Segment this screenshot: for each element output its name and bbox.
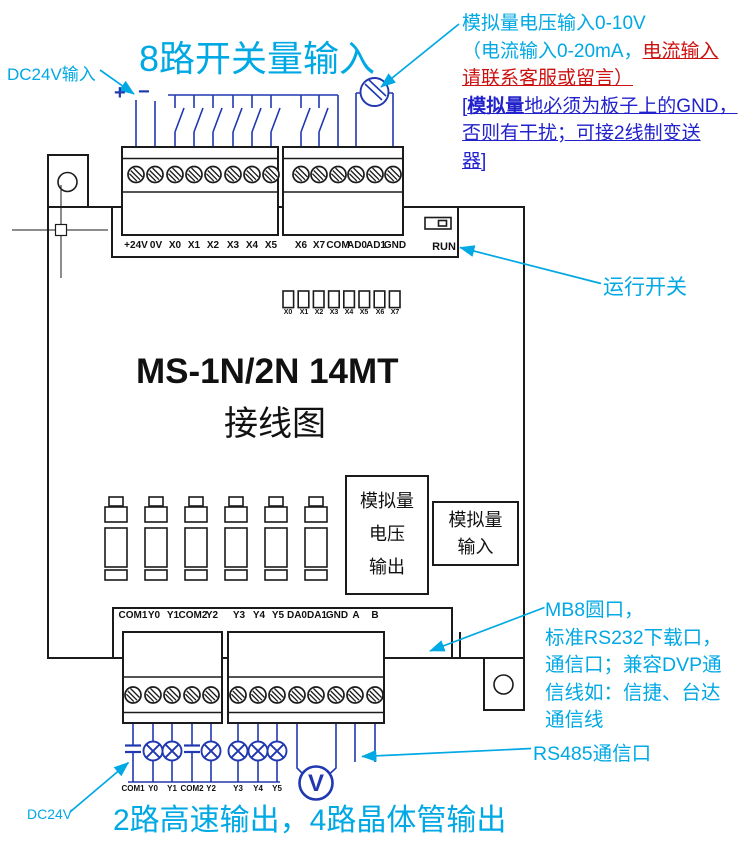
run-switch-icon bbox=[424, 216, 452, 230]
inputs-title: 8路开关量输入 bbox=[139, 38, 376, 79]
terminal-label-com1: COM1 bbox=[118, 610, 148, 621]
board-subtitle: 接线图 bbox=[224, 405, 326, 443]
comm-note-line2: 标准RS232下载口， bbox=[545, 626, 722, 649]
terminal-label-y2: Y2 bbox=[205, 610, 219, 621]
terminal-label-da1: DA1 bbox=[306, 610, 328, 621]
analog-out-line1: 模拟量 bbox=[360, 491, 414, 511]
note-line4-bold: 模拟量 bbox=[467, 95, 525, 117]
plus-terminal-label: + bbox=[114, 82, 126, 104]
comm-note-line3: 通信口；兼容DVP通 bbox=[545, 654, 722, 676]
analog-out-line3: 输出 bbox=[369, 557, 405, 577]
voltmeter-icon bbox=[298, 765, 334, 801]
terminal-label-com: COM bbox=[326, 240, 350, 251]
wire-label-y4: Y4 bbox=[253, 784, 263, 793]
top-terminal-blocks bbox=[121, 146, 404, 236]
run-switch-label: 运行开关 bbox=[603, 276, 687, 299]
terminal-label-x7: X7 bbox=[312, 240, 326, 251]
led-label-x3: X3 bbox=[329, 309, 339, 316]
terminal-label-gnd: GND bbox=[383, 240, 407, 251]
note-line5: 否则有干扰；可接2线制变送 bbox=[462, 123, 701, 144]
wire-label-y3: Y3 bbox=[233, 784, 243, 793]
terminal-label-x3: X3 bbox=[226, 240, 240, 251]
note-line2-cyan: （电流输入0-20mA， bbox=[462, 40, 643, 62]
note-line6: 器] bbox=[462, 150, 487, 172]
led-label-x1: X1 bbox=[299, 309, 309, 316]
terminal-label-x2: X2 bbox=[206, 240, 220, 251]
terminal-label-x1: X1 bbox=[187, 240, 201, 251]
terminal-label-24v: +24V bbox=[124, 240, 148, 251]
terminal-label-0v: 0V bbox=[149, 240, 163, 251]
led-label-x6: X6 bbox=[375, 309, 385, 316]
note-line4-bracket: [ bbox=[462, 95, 468, 117]
lamp-symbol bbox=[142, 740, 164, 762]
terminal-label-y0: Y0 bbox=[147, 610, 161, 621]
outputs-title: 2路高速输出，4路晶体管输出 bbox=[113, 804, 507, 837]
run-label: RUN bbox=[432, 241, 456, 253]
note-line4-rest: 地必须为板子上的GND， bbox=[524, 95, 738, 117]
power-symbol bbox=[123, 744, 143, 754]
rs485-label: RS485通信口 bbox=[533, 743, 652, 765]
power-symbol bbox=[182, 744, 202, 754]
comm-note-line1: MB8圆口， bbox=[545, 599, 644, 621]
terminal-label-da0: DA0 bbox=[286, 610, 308, 621]
output-wiring bbox=[123, 723, 376, 801]
comm-note-line4: 信线如：信捷、台达 bbox=[545, 681, 721, 704]
input-led-indicators bbox=[282, 290, 401, 309]
input-wiring bbox=[135, 77, 394, 148]
analog-in-line2: 输入 bbox=[457, 537, 494, 557]
comm-port-note: MB8圆口， 标准RS232下载口， 通信口；兼容DVP通 信线如：信捷、台达 … bbox=[545, 597, 722, 735]
analog-out-line2: 电压 bbox=[369, 524, 405, 544]
transistor-components bbox=[104, 496, 328, 581]
analog-input-note: 模拟量电压输入0-10V （电流输入0-20mA，电流输入 请联系客服或留言） … bbox=[462, 10, 738, 175]
terminal-label-x6: X6 bbox=[294, 240, 308, 251]
terminal-label-x5: X5 bbox=[264, 240, 278, 251]
minus-terminal-label: − bbox=[138, 81, 150, 103]
terminal-label-ad1: AD1 bbox=[365, 240, 387, 251]
led-label-x0: X0 bbox=[283, 309, 293, 316]
lamp-symbol bbox=[266, 740, 288, 762]
note-line2-red: 电流输入 bbox=[642, 40, 719, 62]
terminal-label-y5: Y5 bbox=[271, 610, 285, 621]
led-label-x5: X5 bbox=[359, 309, 369, 316]
top-terminal-screws bbox=[127, 165, 402, 184]
led-label-x7: X7 bbox=[390, 309, 400, 316]
led-label-x4: X4 bbox=[344, 309, 354, 316]
terminal-label-x0: X0 bbox=[168, 240, 182, 251]
dc24v-input-label: DC24V输入 bbox=[7, 65, 96, 84]
wire-label-y2: Y2 bbox=[206, 784, 216, 793]
terminal-label-y3: Y3 bbox=[232, 610, 246, 621]
analog-voltage-output-box: 模拟量 电压 输出 bbox=[345, 475, 429, 595]
analog-input-box: 模拟量 输入 bbox=[432, 501, 519, 566]
terminal-label-b: B bbox=[371, 610, 379, 621]
comm-note-line5: 通信线 bbox=[545, 709, 604, 731]
terminal-label-y4: Y4 bbox=[252, 610, 266, 621]
wire-label-com2: COM2 bbox=[180, 784, 204, 793]
wire-label-com1: COM1 bbox=[121, 784, 145, 793]
wire-label-y0: Y0 bbox=[148, 784, 158, 793]
terminal-label-y1: Y1 bbox=[166, 610, 180, 621]
terminal-label-com2: COM2 bbox=[178, 610, 208, 621]
led-label-x2: X2 bbox=[314, 309, 324, 316]
wire-label-y1: Y1 bbox=[167, 784, 177, 793]
wire-label-y5: Y5 bbox=[272, 784, 282, 793]
lamp-symbol bbox=[227, 740, 249, 762]
voltmeter-letter: V bbox=[307, 770, 325, 797]
lamp-symbol bbox=[200, 740, 222, 762]
lamp-symbol bbox=[161, 740, 183, 762]
dc24v-bottom-label: DC24V bbox=[27, 806, 73, 822]
terminal-label-ad0: AD0 bbox=[346, 240, 368, 251]
analog-in-line1: 模拟量 bbox=[448, 510, 503, 530]
crosshair-cursor bbox=[12, 185, 108, 278]
note-line3: 请联系客服或留言） bbox=[462, 68, 634, 89]
terminal-label-x4: X4 bbox=[245, 240, 259, 251]
lamp-symbol bbox=[247, 740, 269, 762]
leader-arrows bbox=[69, 23, 602, 813]
terminal-label-gnd-bottom: GND bbox=[325, 610, 349, 621]
note-line1: 模拟量电压输入0-10V bbox=[462, 13, 646, 34]
board-model: MS-1N/2N 14MT bbox=[136, 352, 399, 391]
terminal-label-a: A bbox=[352, 610, 360, 621]
